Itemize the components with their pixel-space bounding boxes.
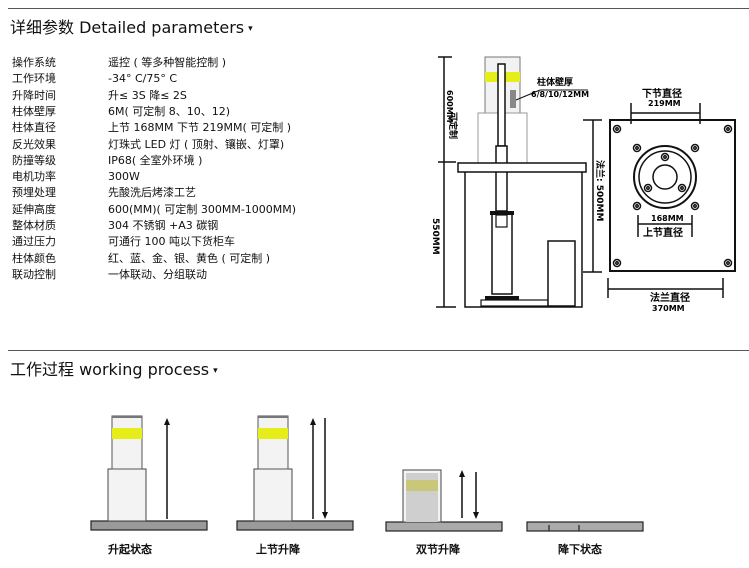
- wall-thickness-values: 6/8/10/12MM: [531, 90, 589, 99]
- section-divider-process: [8, 350, 749, 351]
- step-caption-upper: 上节升降: [256, 543, 300, 556]
- parameter-value: 6M( 可定制 8、10、12): [108, 104, 231, 118]
- parameter-label: 联动控制: [12, 267, 56, 281]
- lower-dia-label: 下节直径: [642, 87, 682, 100]
- parameter-label: 整体材质: [12, 219, 56, 232]
- step-caption-double: 双节升降: [416, 543, 460, 556]
- section-title-process: 工作过程 working process▾: [10, 356, 218, 380]
- parameter-value: 600(MM)( 可定制 300MM-1000MM): [108, 202, 297, 216]
- parameter-value: 300W: [108, 170, 140, 184]
- parameter-label: 柱体壁厚: [12, 104, 56, 118]
- parameter-label: 防撞等级: [12, 153, 56, 167]
- section-title-parameters: 详细参数 Detailed parameters▾: [10, 14, 253, 38]
- flange-dia-value: 370MM: [652, 304, 685, 313]
- parameter-value: 遥控 ( 等多种智能控制 ): [108, 56, 227, 69]
- parameter-value: 上节 168MM 下节 219MM( 可定制 ): [108, 121, 292, 135]
- parameter-label: 延伸高度: [12, 202, 56, 216]
- wall-thickness-label: 柱体壁厚: [537, 76, 573, 88]
- parameter-label: 工作环境: [12, 72, 56, 86]
- dim-600-note: 可定制: [447, 112, 459, 139]
- parameter-value: 灯珠式 LED 灯 ( 顶射、镶嵌、灯罩): [108, 137, 285, 151]
- parameter-value: IP68( 全室外环境 ): [108, 153, 203, 167]
- step-upper-illustration: [236, 415, 354, 531]
- parameter-value: 红、蓝、金、银、黄色 ( 可定制 ): [108, 251, 271, 265]
- step-caption-raised: 升起状态: [108, 543, 152, 556]
- parameter-label: 柱体颜色: [12, 251, 56, 265]
- caret-down-icon: ▾: [248, 23, 253, 34]
- parameter-label: 柱体直径: [12, 121, 56, 135]
- flange-side-label: 法兰: 500MM: [594, 160, 606, 221]
- parameter-value: 可通行 100 吨以下货柜车: [108, 235, 235, 249]
- lower-dia-value: 219MM: [648, 99, 681, 108]
- step-raised-illustration: [90, 415, 208, 531]
- upper-dia-label: 上节直径: [643, 226, 683, 239]
- parameter-label: 操作系统: [12, 56, 56, 69]
- parameter-label: 升降时间: [12, 88, 56, 102]
- section-divider-top: [8, 8, 749, 9]
- step-caption-lowered: 降下状态: [558, 543, 602, 556]
- section-title-text: 工作过程 working process: [10, 360, 210, 379]
- parameter-value: 一体联动、分组联动: [108, 267, 207, 281]
- caret-down-icon: ▾: [213, 365, 218, 376]
- parameter-value: 304 不锈钢 +A3 碳钢: [108, 219, 219, 232]
- parameter-label: 预埋处理: [12, 186, 56, 200]
- flange-plate: [609, 119, 736, 272]
- step-double-illustration: [385, 469, 503, 532]
- parameter-value: -34° C/75° C: [108, 72, 178, 86]
- flange-dia-label: 法兰直径: [650, 291, 690, 304]
- parameter-label: 电机功率: [12, 170, 56, 184]
- upper-dia-value: 168MM: [651, 214, 684, 223]
- section-title-text: 详细参数 Detailed parameters: [10, 18, 245, 37]
- step-lowered-illustration: [526, 521, 644, 532]
- dim-550-label: 550MM: [430, 218, 440, 255]
- parameter-value: 先酸洗后烤漆工艺: [108, 186, 196, 200]
- parameter-label: 通过压力: [12, 235, 56, 249]
- dim-600-label: 600MM: [445, 90, 454, 123]
- parameter-label: 反光效果: [12, 137, 56, 151]
- parameter-value: 升≤ 3S 降≤ 2S: [108, 88, 187, 102]
